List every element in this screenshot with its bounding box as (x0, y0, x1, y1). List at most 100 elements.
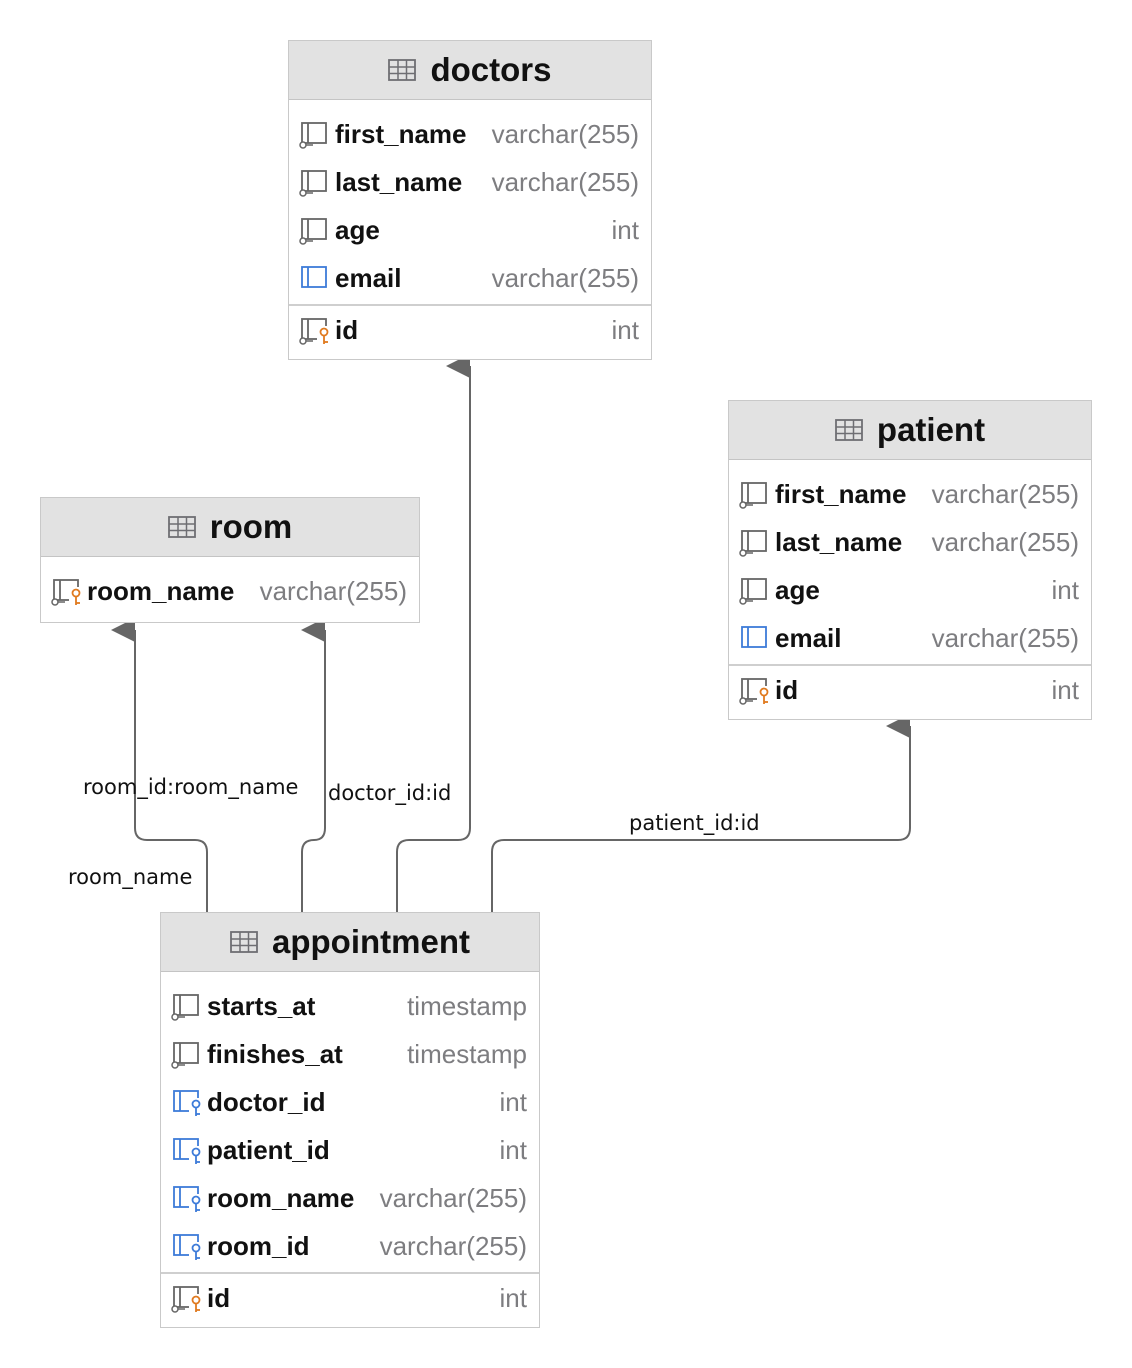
column-type: varchar(255) (379, 1182, 527, 1213)
column-name: last_name (335, 166, 463, 197)
table-icon (835, 419, 863, 441)
table-name: doctors (430, 51, 552, 88)
primary-key-column-icon (299, 316, 331, 346)
column-name: last_name (775, 526, 903, 557)
column-icon (299, 216, 331, 246)
column-type: varchar(255) (931, 622, 1079, 653)
column-row[interactable]: finishes_at timestamp (161, 1030, 539, 1078)
column-row[interactable]: id int (161, 1274, 539, 1322)
column-icon (299, 120, 331, 150)
relation-label-room-id: room_id:room_name (83, 775, 298, 800)
column-list: first_name varchar(255) last_name varchar(2… (289, 100, 651, 302)
table-room[interactable]: room room_name varchar(255) (40, 497, 420, 623)
column-icon (299, 168, 331, 198)
column-row[interactable]: room_name varchar(255) (161, 1174, 539, 1222)
column-type: varchar(255) (491, 118, 639, 149)
relation-line-room-id[interactable] (301, 618, 326, 912)
column-name: room_name (87, 575, 235, 606)
column-type: varchar(255) (379, 1230, 527, 1261)
column-name: age (775, 574, 820, 605)
column-name: first_name (775, 478, 907, 509)
column-type: int (499, 1282, 527, 1313)
column-row[interactable]: patient_id int (161, 1126, 539, 1174)
column-row[interactable]: room_id varchar(255) (161, 1222, 539, 1270)
column-row[interactable]: last_name varchar(255) (289, 158, 651, 206)
primary-key-column-icon (51, 577, 83, 607)
relation-line-doctor-id[interactable] (396, 354, 471, 912)
column-name: id (207, 1282, 231, 1313)
table-icon (167, 516, 196, 538)
column-row[interactable]: room_name varchar(255) (41, 567, 419, 615)
pk-divider (289, 304, 651, 306)
column-type: varchar(255) (491, 166, 639, 197)
column-icon (739, 480, 771, 510)
column-name: id (775, 674, 799, 705)
column-type: timestamp (407, 1038, 527, 1069)
column-name: room_id (207, 1230, 310, 1261)
table-icon (230, 931, 258, 953)
relation-line-room-name[interactable] (111, 618, 208, 912)
column-name: id (335, 314, 359, 345)
pk-divider (161, 1272, 539, 1274)
column-name: email (775, 622, 842, 653)
pk-divider (729, 664, 1091, 666)
column-row[interactable]: doctor_id int (161, 1078, 539, 1126)
column-type: int (611, 214, 639, 245)
column-row[interactable]: first_name varchar(255) (729, 470, 1091, 518)
column-name: email (335, 262, 402, 293)
column-row[interactable]: id int (289, 306, 651, 354)
column-type: int (499, 1134, 527, 1165)
column-row[interactable]: starts_at timestamp (161, 982, 539, 1030)
pk-list: id int (729, 666, 1091, 720)
foreign-key-column-icon (171, 1136, 203, 1166)
column-name: patient_id (207, 1134, 330, 1165)
table-name: room (209, 508, 293, 545)
relation-label-doctor-id: doctor_id:id (328, 781, 451, 806)
table-header[interactable]: appointment (161, 913, 539, 972)
column-icon (171, 1040, 203, 1070)
relation-line-patient-id[interactable] (491, 714, 911, 912)
column-name: finishes_at (207, 1038, 343, 1069)
column-list: starts_at timestamp finishes_at timestamp do… (161, 972, 539, 1270)
column-type: varchar(255) (491, 262, 639, 293)
column-type: timestamp (407, 990, 527, 1021)
column-type: int (499, 1086, 527, 1117)
column-name: first_name (335, 118, 467, 149)
column-type: int (1051, 574, 1079, 605)
foreign-key-column-icon (171, 1184, 203, 1214)
column-icon (739, 528, 771, 558)
table-header[interactable]: patient (729, 401, 1091, 460)
column-type: int (1051, 674, 1079, 705)
column-name: room_name (207, 1182, 355, 1213)
foreign-key-column-icon (171, 1232, 203, 1262)
column-name: starts_at (207, 990, 316, 1021)
column-row[interactable]: first_name varchar(255) (289, 110, 651, 158)
column-type: varchar(255) (931, 526, 1079, 557)
pk-list: id int (161, 1274, 539, 1328)
column-name: doctor_id (207, 1086, 326, 1117)
column-row[interactable]: email varchar(255) (289, 254, 651, 302)
column-type: int (611, 314, 639, 345)
pk-list: id int (289, 306, 651, 360)
table-header[interactable]: doctors (289, 41, 651, 100)
column-type: varchar(255) (931, 478, 1079, 509)
pk-list: room_name varchar(255) (41, 557, 419, 621)
column-row[interactable]: id int (729, 666, 1091, 714)
column-row[interactable]: age int (729, 566, 1091, 614)
column-icon (171, 992, 203, 1022)
column-type: varchar(255) (259, 575, 407, 606)
column-row[interactable]: last_name varchar(255) (729, 518, 1091, 566)
table-name: appointment (272, 923, 470, 960)
relation-label-patient-id: patient_id:id (629, 811, 760, 836)
table-header[interactable]: room (41, 498, 419, 557)
column-row[interactable]: email varchar(255) (729, 614, 1091, 662)
notnull-column-icon (299, 264, 331, 294)
table-name: patient (876, 411, 986, 448)
table-icon (388, 59, 417, 81)
column-list: first_name varchar(255) last_name varchar(2… (729, 460, 1091, 662)
notnull-column-icon (739, 624, 771, 654)
